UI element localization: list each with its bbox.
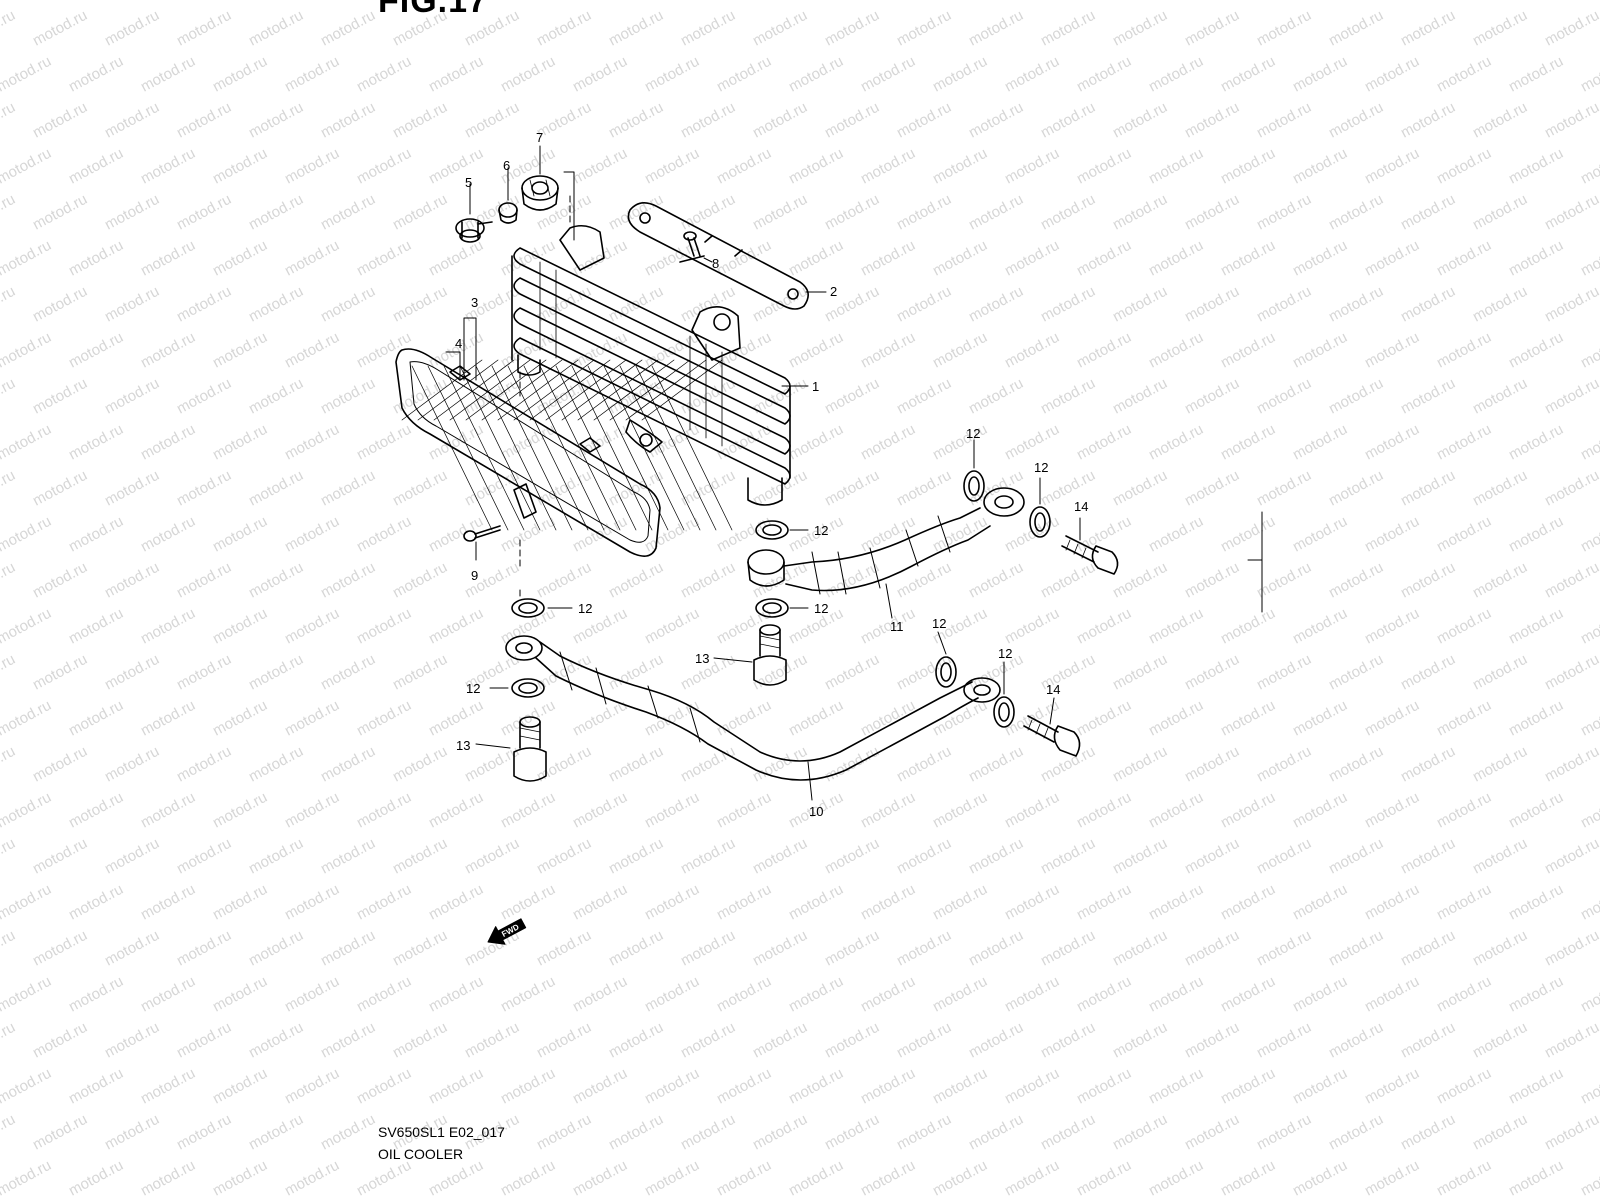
figure-title: FIG.17: [378, 0, 488, 20]
callout-5: 5: [465, 175, 472, 190]
callout-12f: 12: [466, 681, 480, 696]
mesh-line: [587, 365, 669, 531]
mesh-line: [539, 365, 621, 531]
screw-9: [463, 525, 501, 542]
mesh-line: [609, 359, 691, 421]
mesh-line: [545, 359, 627, 421]
callout-7: 7: [536, 130, 543, 145]
callout-3: 3: [471, 295, 478, 310]
mesh-line: [523, 365, 605, 531]
washers-12: [511, 470, 1051, 728]
callout-4: 4: [455, 336, 462, 351]
callout-14b: 14: [1046, 682, 1060, 697]
mesh-line: [593, 359, 675, 421]
mesh-line: [625, 359, 707, 421]
screw-8: [679, 231, 705, 263]
callout-12g: 12: [932, 616, 946, 631]
union-bolts-13: [513, 624, 787, 782]
mesh-line: [529, 359, 611, 421]
callout-14a: 14: [1074, 499, 1088, 514]
oil-hose-lower: [505, 635, 1001, 781]
callout-12d: 12: [814, 601, 828, 616]
mesh-line: [475, 365, 557, 531]
mesh-line: [443, 365, 525, 531]
callout-12a: 12: [966, 426, 980, 441]
mesh-line: [417, 359, 499, 421]
mesh-line: [497, 359, 579, 421]
bolt-5: [455, 218, 493, 243]
mesh-line: [411, 365, 493, 531]
callout-9: 9: [471, 568, 478, 583]
callout-13a: 13: [695, 651, 709, 666]
mesh-line: [427, 365, 509, 531]
mesh-line: [577, 359, 659, 421]
mesh-line: [603, 365, 685, 531]
callout-12b: 12: [1034, 460, 1048, 475]
callout-10: 10: [809, 804, 823, 819]
mesh-line: [481, 359, 563, 421]
grommet-7: [521, 175, 559, 211]
callout-2: 2: [830, 284, 837, 299]
callout-11: 11: [890, 619, 904, 634]
mesh-line: [571, 365, 653, 531]
mesh-line: [401, 359, 483, 421]
bracket: [627, 202, 809, 310]
callout-1: 1: [812, 379, 819, 394]
callout-12e: 12: [578, 601, 592, 616]
mesh-line: [465, 359, 547, 421]
oil-hose-upper: [747, 487, 1025, 595]
diagram-name: OIL COOLER: [378, 1146, 464, 1162]
mesh-line: [449, 359, 531, 421]
diagram-code: SV650SL1 E02_017: [378, 1124, 505, 1140]
callout-12h: 12: [998, 646, 1012, 661]
callout-12c: 12: [814, 523, 828, 538]
mesh-line: [635, 365, 717, 531]
collar-6: [498, 202, 518, 224]
cooler-screen: [395, 348, 733, 557]
mesh-line: [651, 365, 733, 531]
callout-13b: 13: [456, 738, 470, 753]
callout-8: 8: [712, 256, 719, 271]
mesh-line: [561, 359, 643, 421]
mesh-line: [641, 359, 723, 421]
leader-lines: [445, 145, 1263, 801]
mesh-line: [459, 365, 541, 531]
mesh-line: [507, 365, 589, 531]
union-bolts-14: [1023, 535, 1119, 757]
callout-6: 6: [503, 158, 510, 173]
fwd-arrow-icon: FWD: [487, 918, 527, 945]
mesh-line: [491, 365, 573, 531]
mesh-line: [619, 365, 701, 531]
mesh-line: [433, 359, 515, 421]
mesh-line: [513, 359, 595, 421]
